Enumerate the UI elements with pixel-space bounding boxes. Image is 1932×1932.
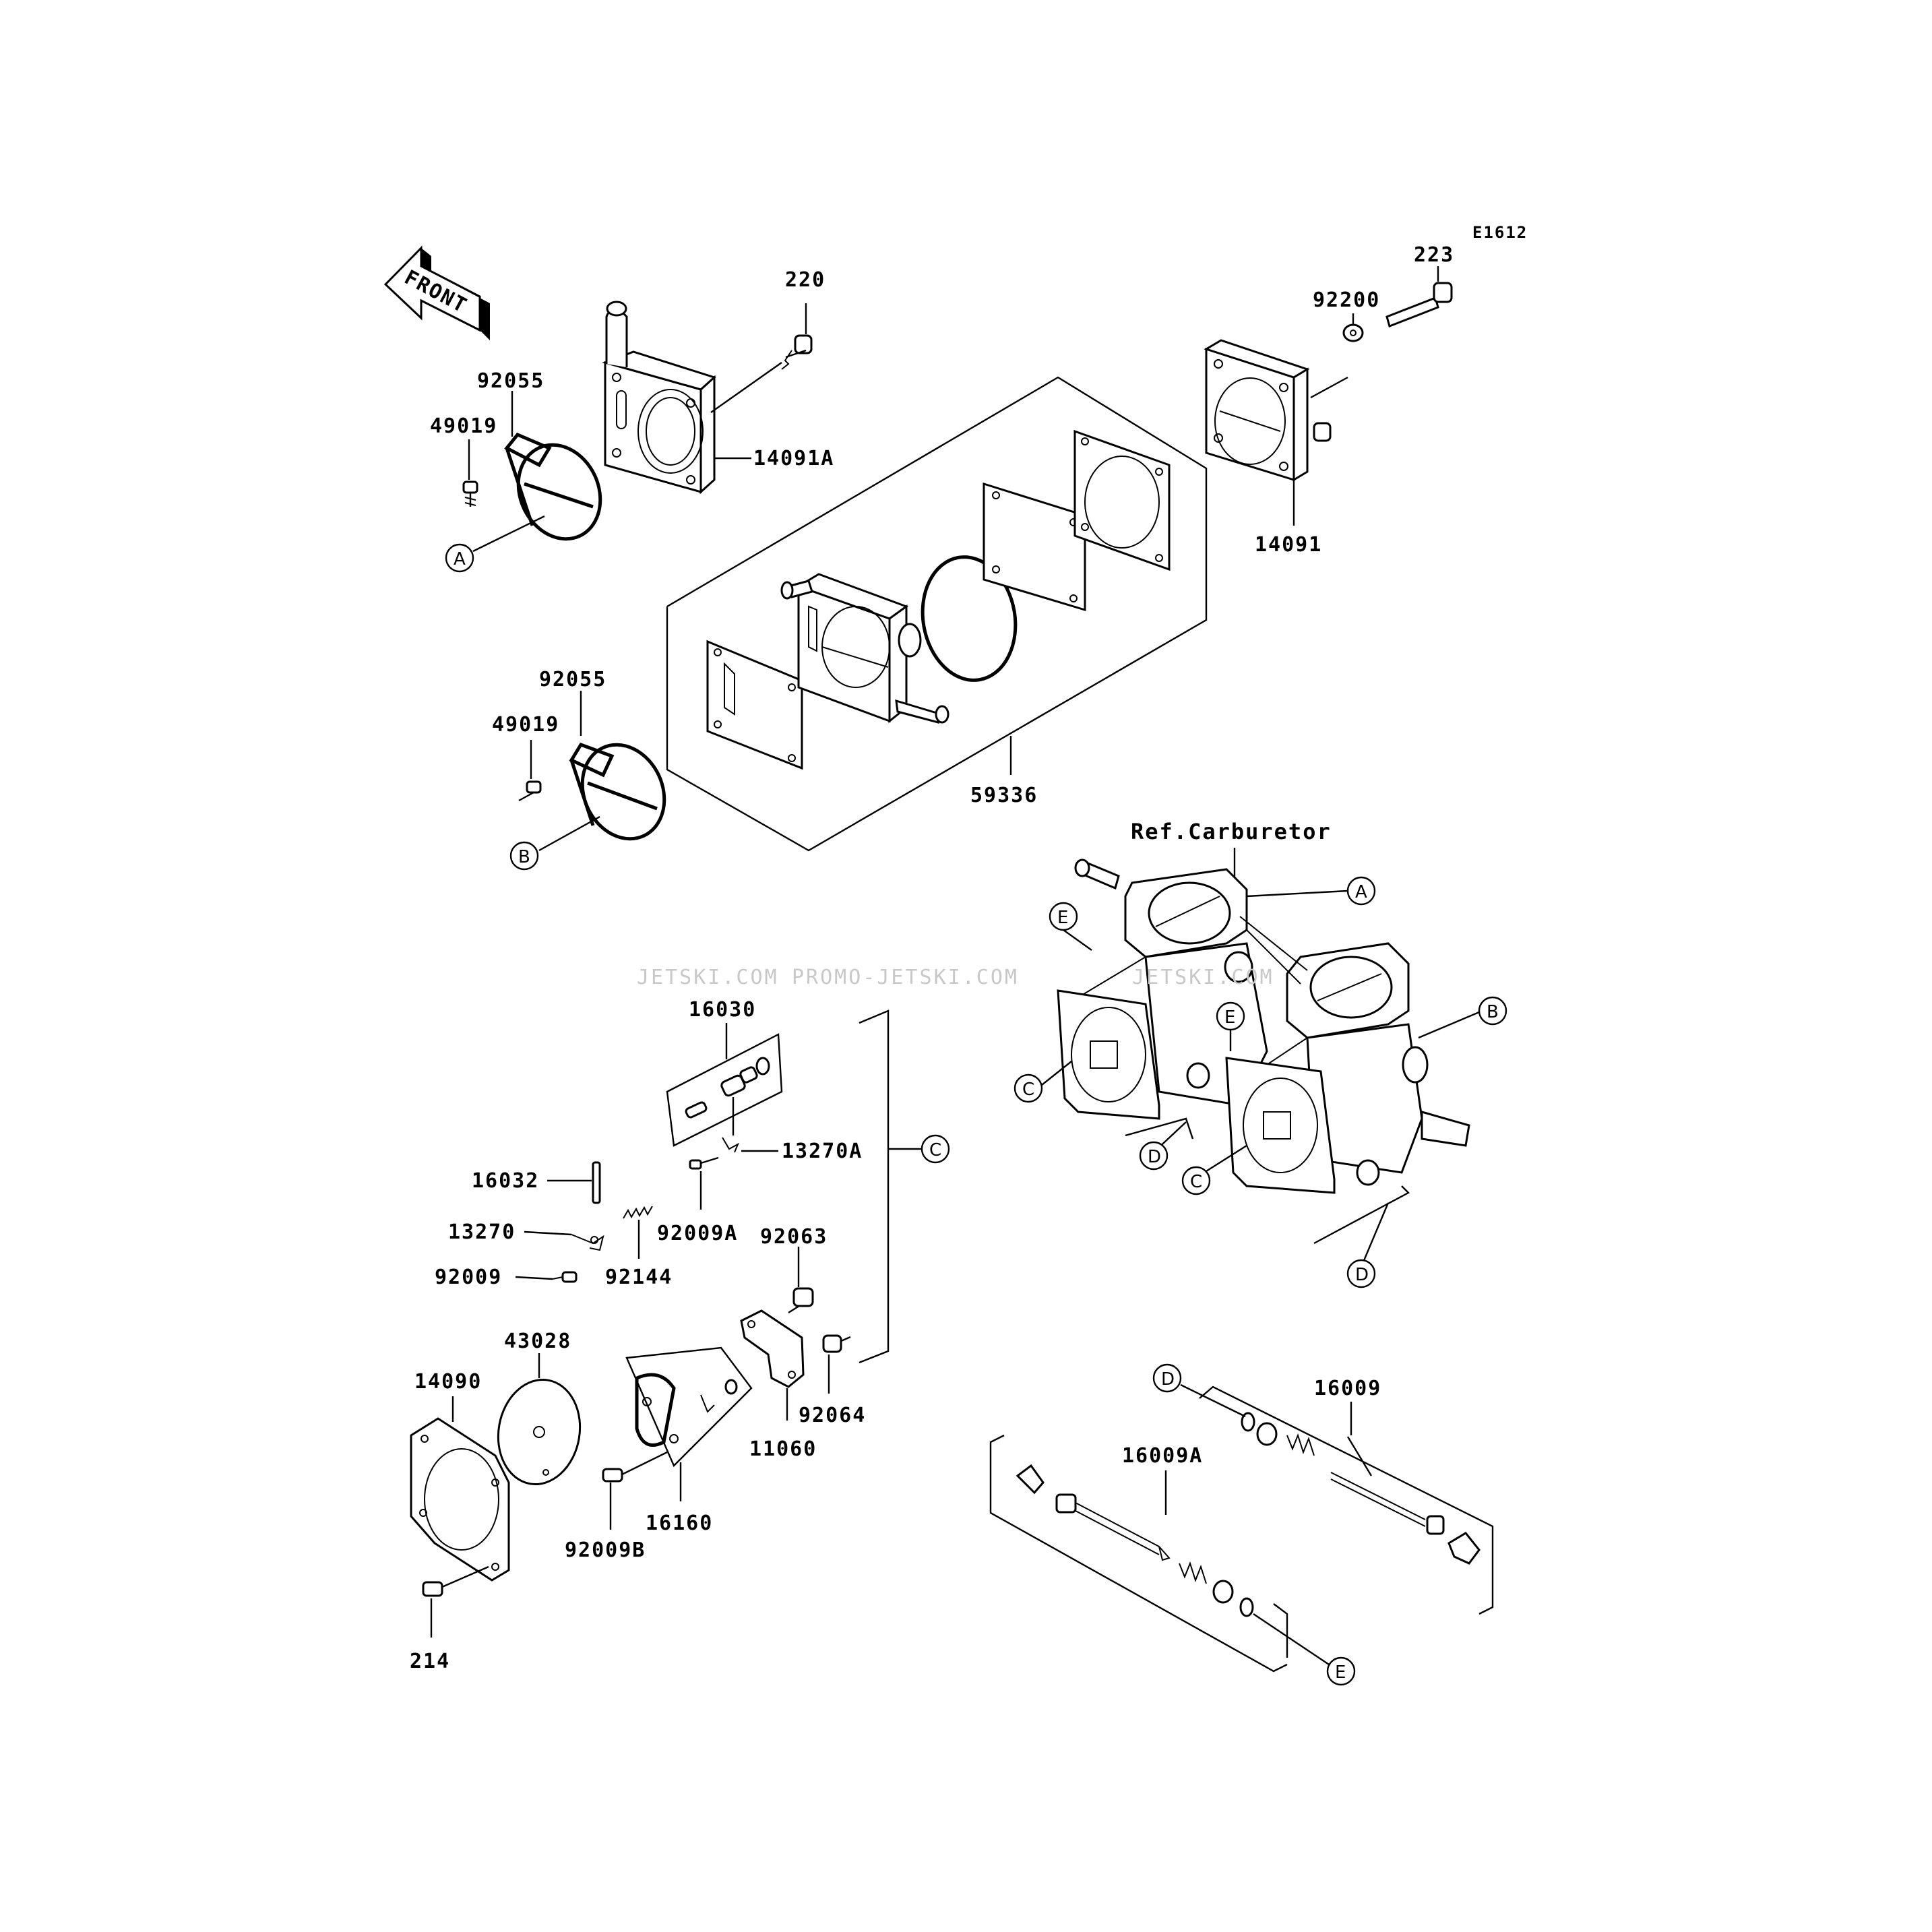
part-14090: 14090 [414,1370,482,1394]
lever-13270-drawing [571,1234,604,1251]
screw-92009A-drawing [689,1156,719,1170]
svg-text:A: A [1355,882,1367,902]
bolt-49019-mid-drawing [518,780,542,802]
part-92055-mid: 92055 [539,668,606,691]
gasket-11060-drawing [740,1309,805,1388]
callout-E-carb-left: E [1049,902,1078,931]
figure-code: E1612 [1472,223,1528,242]
part-16009A: 16009A [1122,1444,1203,1468]
part-16009: 16009 [1314,1377,1381,1400]
part-14091A: 14091A [753,447,834,470]
carburetor-drawing [1057,859,1470,1194]
svg-text:C: C [929,1140,941,1160]
spring-92144-drawing [623,1206,653,1219]
part-92055-top: 92055 [477,369,544,393]
svg-text:E: E [1224,1007,1235,1028]
part-220: 220 [785,268,825,292]
svg-text:C: C [1022,1080,1034,1100]
gasket-92055-top-drawing [504,432,602,541]
svg-text:D: D [1355,1265,1369,1285]
part-16032: 16032 [472,1169,539,1193]
callout-E-needle: E [1326,1656,1356,1686]
screw-92064-drawing [822,1334,851,1353]
svg-text:C: C [1190,1172,1202,1192]
part-13270: 13270 [448,1220,516,1244]
diaphragm-43028-drawing [497,1378,582,1486]
part-223: 223 [1414,243,1454,267]
front-arrow-icon: FRONT [383,245,490,340]
part-92009: 92009 [435,1266,502,1289]
callout-B-carb: B [1478,996,1507,1026]
svg-text:D: D [1148,1147,1161,1167]
ref-carburetor-label: Ref.Carburetor [1131,819,1332,844]
callout-C-carb-mid: C [1181,1166,1211,1195]
svg-text:D: D [1161,1369,1175,1390]
watermark-3: JETSKI.COM [1132,966,1274,989]
screw-214-drawing [422,1565,489,1597]
part-92063: 92063 [760,1225,828,1249]
bolt-223-drawing [1385,282,1453,328]
part-92009B: 92009B [565,1538,646,1562]
svg-text:A: A [454,549,466,569]
part-92144: 92144 [605,1266,673,1289]
callout-E-carb-mid: E [1216,1001,1245,1031]
callout-D-carb-low: D [1346,1259,1376,1288]
kit-16009A-box [989,1434,1288,1673]
part-43028: 43028 [504,1330,571,1353]
screw-92009B-drawing [602,1451,668,1483]
bolt-220-drawing [781,334,813,370]
callout-A-top: A [445,543,474,573]
svg-text:E: E [1335,1662,1346,1683]
cover-16160-drawing [625,1346,753,1468]
gasket-92055-mid-drawing [569,742,666,841]
watermark-2: PROMO-JETSKI.COM [792,966,1019,989]
callout-D-carb-mid: D [1139,1141,1168,1171]
callout-A-carb: A [1346,876,1376,906]
callout-C-bracket: C [921,1134,950,1164]
part-49019-top: 49019 [430,414,497,438]
part-92009A: 92009A [657,1222,738,1245]
callout-C-carb-left: C [1014,1073,1043,1103]
clip-13270A-drawing [722,1137,740,1153]
cover-14091A-drawing [602,301,716,495]
part-59336: 59336 [970,784,1038,807]
plate-14090-drawing [410,1417,510,1582]
cover-14091-drawing [1204,339,1332,482]
kit-16030-box [666,1033,783,1147]
part-14091: 14091 [1255,533,1322,557]
part-13270A: 13270A [782,1140,863,1163]
pin-16032-drawing [592,1161,601,1204]
svg-text:B: B [518,847,530,867]
kit-59336-box [666,376,1208,852]
watermark-1: JETSKI.COM [637,966,779,989]
part-16030: 16030 [689,998,756,1022]
svg-text:E: E [1057,908,1068,928]
callout-B-mid: B [509,841,539,871]
svg-text:B: B [1487,1002,1499,1022]
part-92064: 92064 [799,1404,866,1427]
part-49019-mid: 49019 [492,713,559,737]
washer-92200-drawing [1342,323,1364,342]
part-16160: 16160 [646,1512,713,1535]
part-11060: 11060 [749,1437,817,1461]
kit-16009-box [1199,1385,1494,1615]
part-92200: 92200 [1313,288,1380,312]
screw-92009-drawing [552,1271,578,1283]
part-214: 214 [410,1650,450,1673]
callout-D-needle: D [1152,1363,1182,1393]
screw-92063-drawing [788,1287,814,1314]
bolt-49019-top-drawing [462,480,478,507]
